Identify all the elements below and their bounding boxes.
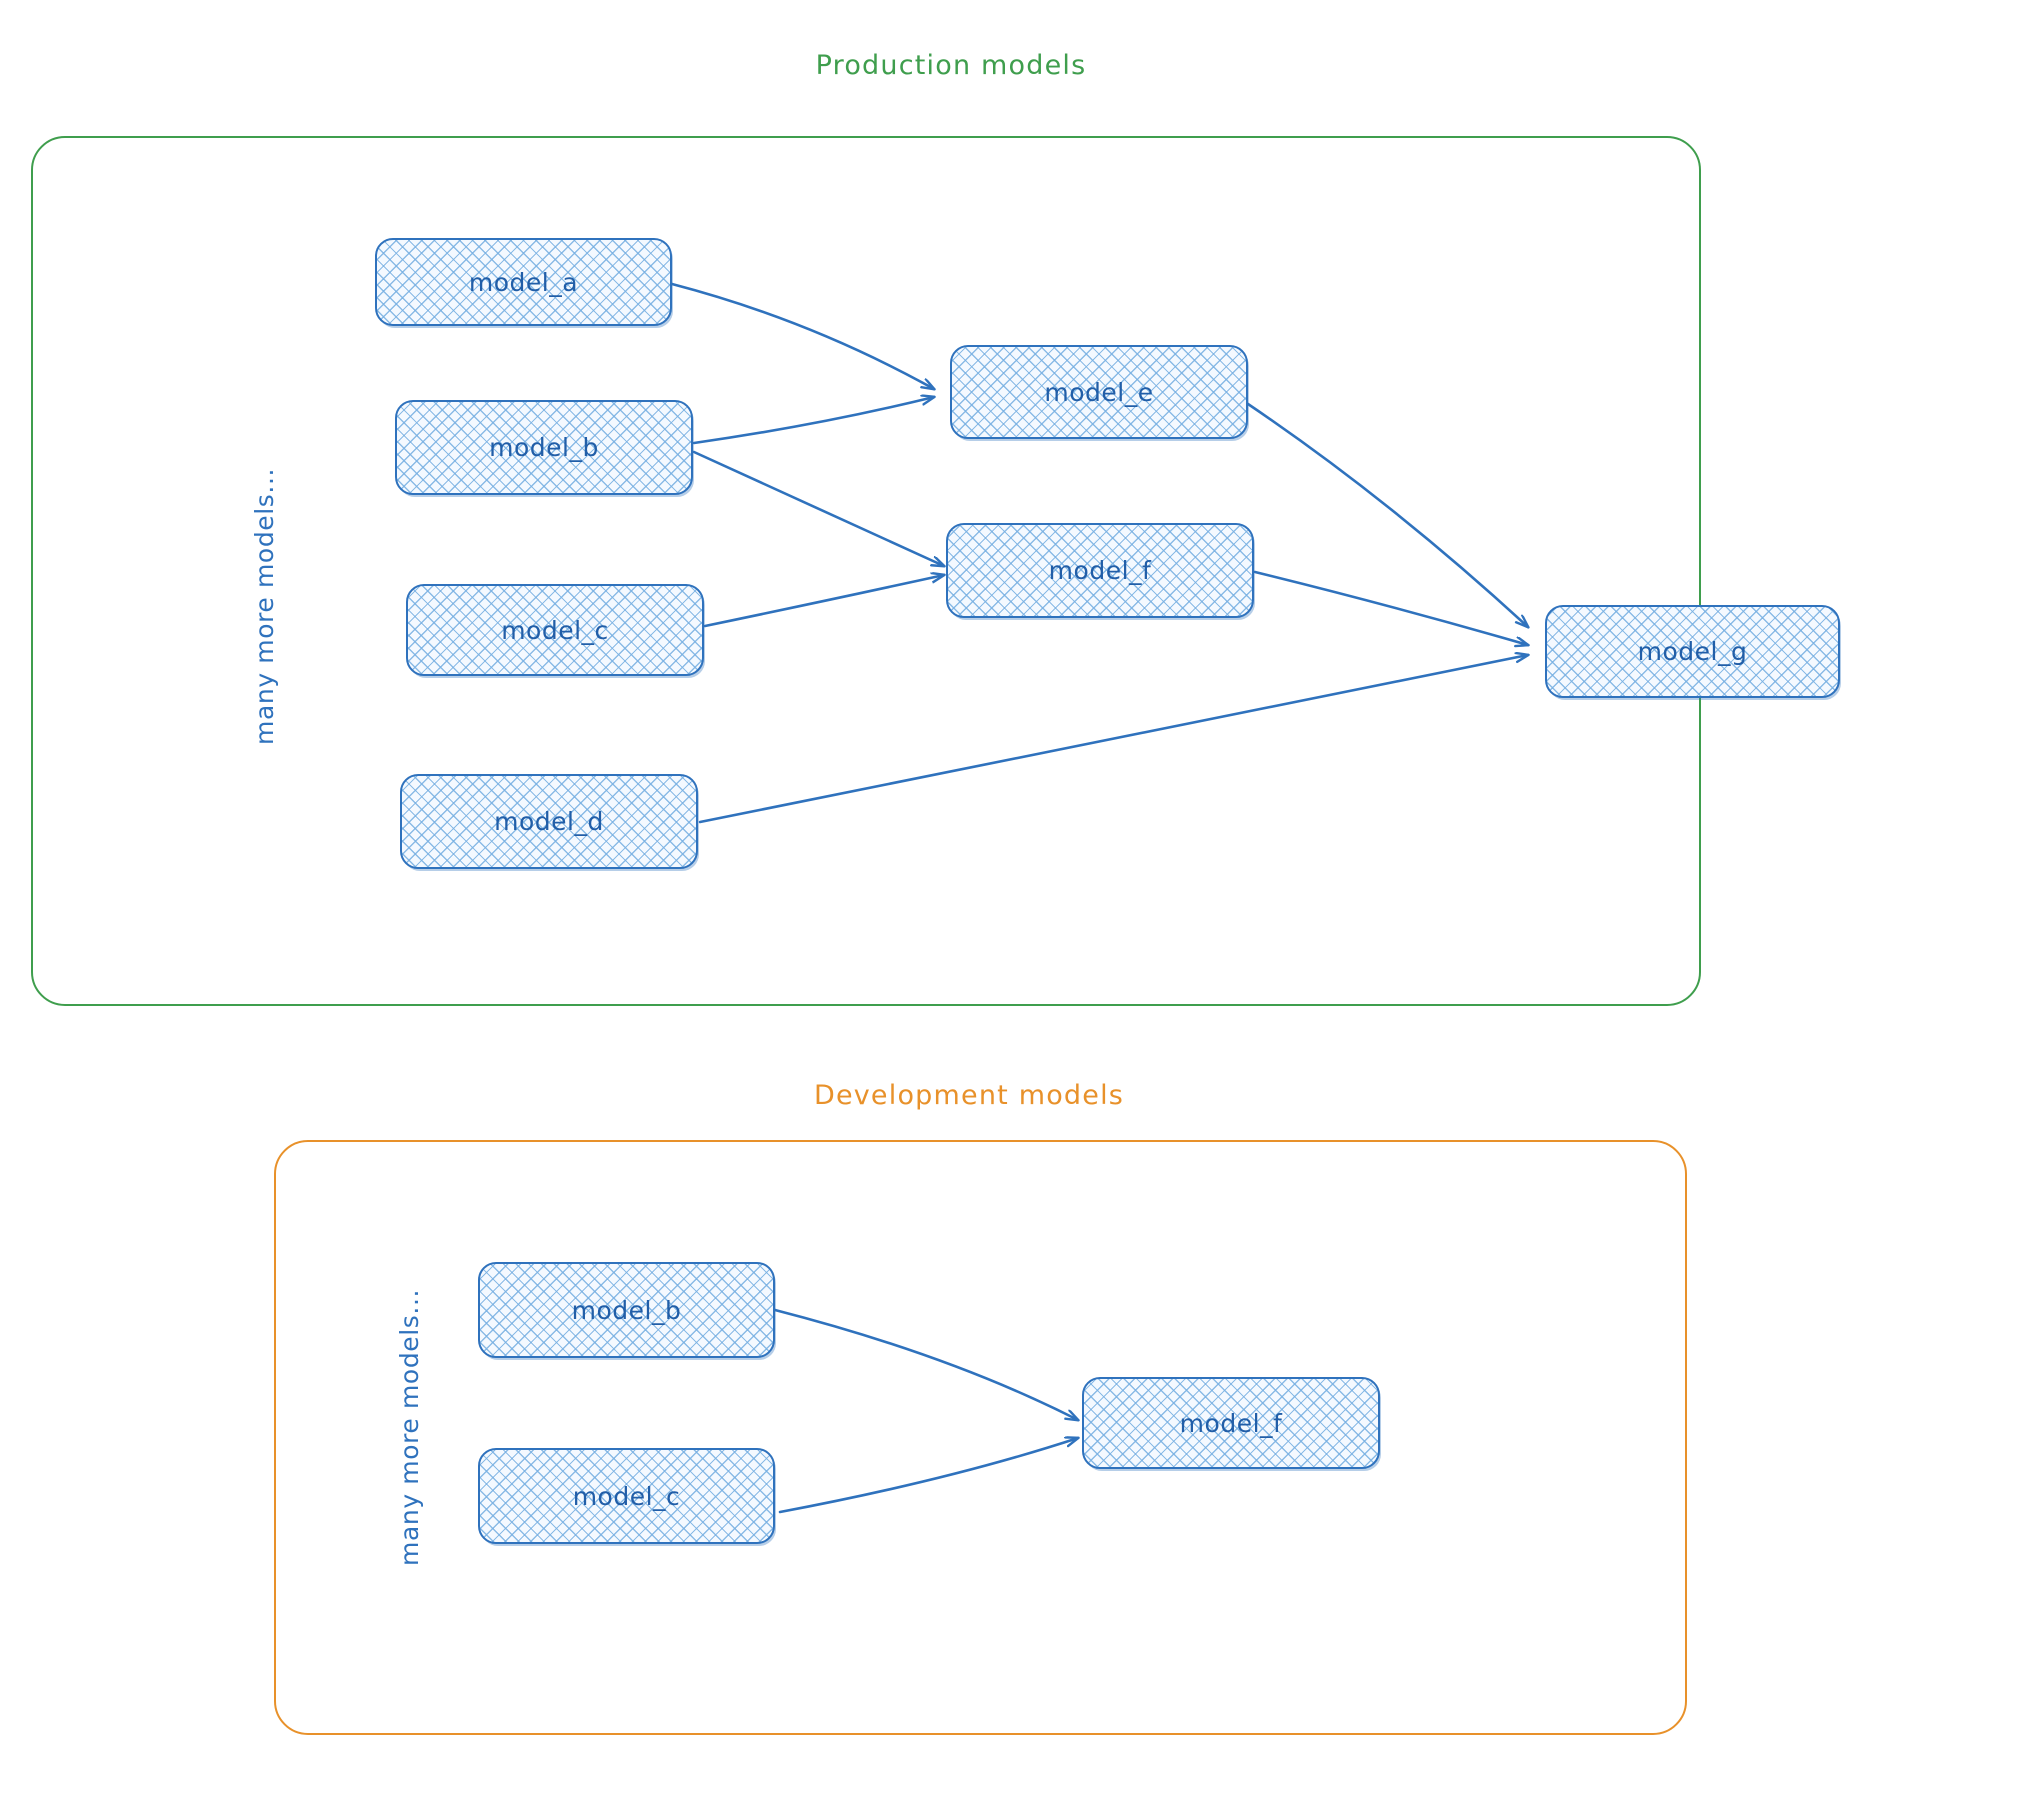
node-model_e-label: model_e bbox=[1044, 377, 1154, 407]
node-dev_model_c-label: model_c bbox=[572, 1481, 681, 1511]
node-model_g[interactable]: model_g bbox=[1545, 605, 1840, 698]
node-model_b[interactable]: model_b bbox=[395, 400, 693, 495]
production-group-container bbox=[31, 136, 1701, 1006]
node-dev_model_b-label: model_b bbox=[571, 1295, 682, 1325]
node-model_a-label: model_a bbox=[468, 267, 579, 297]
production-group-title: Production models bbox=[815, 50, 1087, 81]
production-side-label: many more models... bbox=[250, 467, 279, 745]
node-model_c[interactable]: model_c bbox=[406, 584, 704, 676]
development-side-label: many more models... bbox=[395, 1288, 424, 1566]
node-model_b-label: model_b bbox=[489, 433, 599, 462]
node-model_f[interactable]: model_f bbox=[946, 523, 1254, 618]
node-model_c-label: model_c bbox=[501, 615, 609, 645]
node-model_d[interactable]: model_d bbox=[400, 774, 698, 869]
node-model_a[interactable]: model_a bbox=[375, 238, 672, 326]
development-group-container bbox=[274, 1140, 1687, 1735]
development-group-title: Development models bbox=[813, 1080, 1125, 1111]
node-dev_model_f-label: model_f bbox=[1179, 1408, 1283, 1438]
node-dev_model_b[interactable]: model_b bbox=[478, 1262, 775, 1358]
node-dev_model_c[interactable]: model_c bbox=[478, 1448, 775, 1544]
node-model_f-label: model_f bbox=[1048, 556, 1152, 585]
node-model_g-label: model_g bbox=[1637, 637, 1748, 666]
node-dev_model_f[interactable]: model_f bbox=[1082, 1377, 1380, 1469]
node-model_e[interactable]: model_e bbox=[950, 345, 1248, 439]
node-model_d-label: model_d bbox=[494, 807, 604, 836]
